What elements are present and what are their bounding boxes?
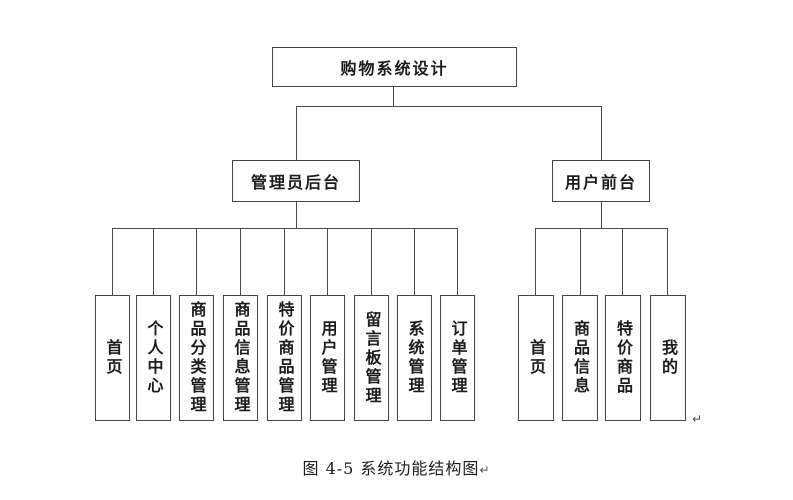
leaf-admin-system-mgmt: 系统管理 (397, 295, 432, 421)
connector-line (457, 228, 458, 295)
connector-line (622, 228, 623, 295)
connector-line (414, 228, 415, 295)
connector-line (667, 228, 668, 295)
connector-line (601, 202, 602, 228)
connector-line (580, 228, 581, 295)
paragraph-return-icon: ↵ (692, 412, 703, 426)
connector-line (153, 228, 154, 295)
connector-line (371, 228, 372, 295)
node-shopping-system-design: 购物系统设计 (272, 47, 517, 87)
connector-line (601, 106, 602, 160)
connector-line (112, 228, 113, 295)
leaf-admin-home: 首页 (95, 295, 130, 421)
leaf-user-home: 首页 (518, 295, 554, 421)
connector-line (296, 106, 297, 160)
leaf-user-product-info: 商品信息 (562, 295, 598, 421)
connector-line (112, 228, 458, 229)
figure-caption-text: 图 4-5 系统功能结构图 (302, 459, 480, 478)
leaf-admin-product-info-mgmt: 商品信息管理 (223, 295, 258, 421)
connector-line (196, 228, 197, 295)
connector-line (393, 87, 394, 106)
paragraph-return-icon: ↵ (479, 463, 491, 477)
leaf-admin-product-category-mgmt: 商品分类管理 (179, 295, 214, 421)
connector-line (535, 228, 536, 295)
leaf-admin-user-mgmt: 用户管理 (310, 295, 345, 421)
node-user-frontend: 用户前台 (552, 160, 650, 202)
leaf-user-mine: 我的 (650, 295, 686, 421)
leaf-admin-order-mgmt: 订单管理 (440, 295, 475, 421)
connector-line (535, 228, 668, 229)
connector-line (240, 228, 241, 295)
connector-line (296, 202, 297, 228)
connector-line (296, 106, 602, 107)
figure-caption: 图 4-5 系统功能结构图↵ (0, 455, 793, 479)
leaf-admin-personal-center: 个人中心 (136, 295, 171, 421)
leaf-user-special-product: 特价商品 (605, 295, 641, 421)
leaf-admin-special-product-mgmt: 特价商品管理 (267, 295, 302, 421)
leaf-admin-message-board-mgmt: 留言板管理 (354, 295, 389, 421)
connector-line (327, 228, 328, 295)
node-admin-backend: 管理员后台 (232, 160, 360, 202)
connector-line (284, 228, 285, 295)
